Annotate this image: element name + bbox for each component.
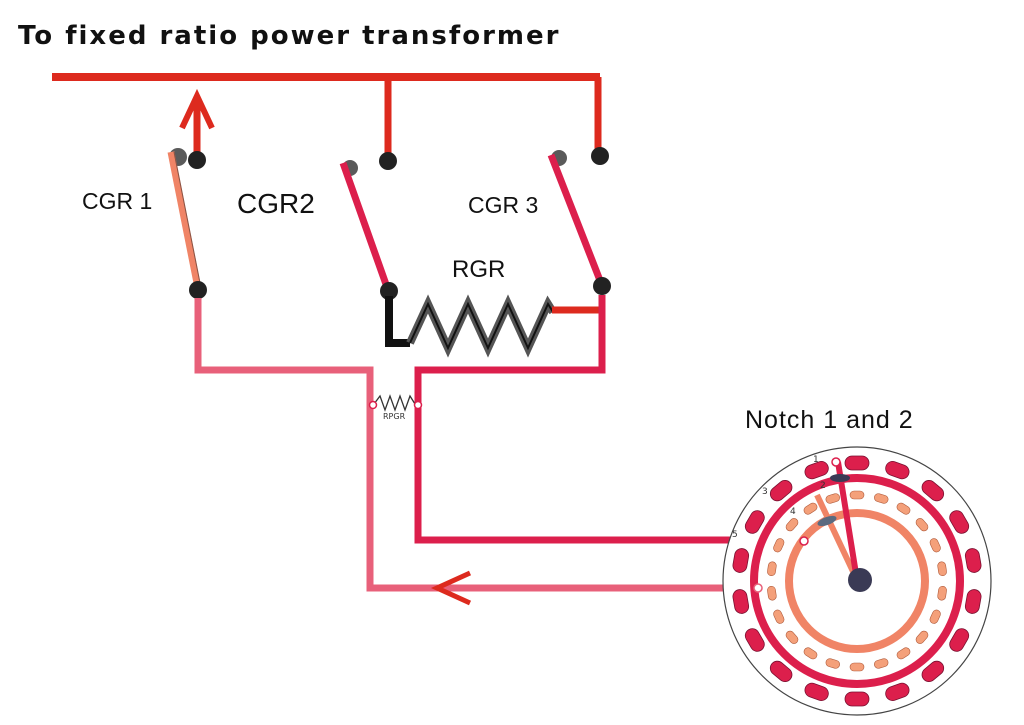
outer-stud xyxy=(732,589,750,614)
diagram-title: To fixed ratio power transformer xyxy=(18,21,560,51)
outer-stud xyxy=(885,461,910,480)
cgr2-top-contact xyxy=(379,152,397,170)
dial-number-1: 1 xyxy=(813,455,819,465)
outer-stud xyxy=(769,479,793,502)
cgr1-pink-path xyxy=(194,298,760,592)
inner-stud xyxy=(773,538,785,553)
selector-arm-salmon xyxy=(814,493,860,582)
inner-stud xyxy=(896,502,911,515)
dial-number-4: 4 xyxy=(790,507,796,517)
inner-stud xyxy=(874,493,889,504)
rgr-lead-left xyxy=(385,296,410,347)
cgr1-bottom-contact xyxy=(189,281,207,299)
rpgr-resistor xyxy=(373,394,416,412)
dial-number-2: 2 xyxy=(820,481,826,491)
cgr2-bottom-contact xyxy=(380,282,398,300)
inner-stud xyxy=(767,585,777,601)
inner-stud xyxy=(825,493,840,504)
inner-stud xyxy=(849,662,865,672)
dial-number-3: 3 xyxy=(762,487,768,497)
outer-stud xyxy=(844,455,870,471)
outer-stud xyxy=(744,510,765,534)
inner-stud xyxy=(785,518,799,532)
left-arrow xyxy=(430,570,472,606)
tap-selector-dial: 1 2 3 4 5 xyxy=(722,446,992,716)
dial-salmon-ring xyxy=(785,509,929,653)
selector-arm-contact-2 xyxy=(817,515,837,527)
inner-stud xyxy=(929,538,941,553)
dial-crimson-ring xyxy=(750,474,964,688)
inner-stud xyxy=(825,658,840,669)
cgr3-crimson-path xyxy=(414,295,803,544)
outer-stud xyxy=(964,548,982,573)
cgr1-blade xyxy=(167,151,202,289)
inner-contact-studs xyxy=(767,490,947,672)
outer-stud xyxy=(769,660,793,683)
rgr-label: RGR xyxy=(452,256,505,283)
selector-hub xyxy=(848,568,872,592)
outer-stud xyxy=(804,682,829,701)
cgr2-blade xyxy=(339,161,392,292)
inner-stud xyxy=(896,647,911,660)
selector-arm-contact-1 xyxy=(830,474,850,482)
inner-stud xyxy=(849,490,865,500)
inner-stud xyxy=(803,647,818,660)
crimson-path-terminal xyxy=(799,536,809,546)
inner-stud xyxy=(937,561,947,577)
inner-stud xyxy=(929,609,941,624)
outer-stud xyxy=(921,479,945,502)
inner-stud xyxy=(874,658,889,669)
notch-label: Notch 1 and 2 xyxy=(745,406,914,434)
outer-stud xyxy=(949,628,970,652)
outer-stud xyxy=(964,589,982,614)
inner-stud xyxy=(773,609,785,624)
cgr3-label: CGR 3 xyxy=(468,192,538,218)
outer-stud xyxy=(732,548,750,573)
cgr2-label: CGR2 xyxy=(237,188,315,219)
inner-stud xyxy=(767,561,777,577)
inner-stud xyxy=(937,585,947,601)
outer-stud xyxy=(885,682,910,701)
cgr3-blade xyxy=(547,153,605,285)
cgr3-top-contact xyxy=(591,147,609,165)
inner-stud xyxy=(803,502,818,515)
inner-stud xyxy=(785,630,799,644)
outer-stud xyxy=(844,691,870,707)
dial-number-5: 5 xyxy=(732,530,738,540)
outer-stud xyxy=(744,628,765,652)
cgr1-label: CGR 1 xyxy=(82,188,152,214)
pink-path-terminal xyxy=(753,583,763,593)
outer-stud xyxy=(949,510,970,534)
outer-contact-studs xyxy=(732,455,982,707)
inner-stud xyxy=(915,518,929,532)
outer-stud xyxy=(804,461,829,480)
outer-stud xyxy=(921,660,945,683)
up-arrow-head xyxy=(179,88,215,130)
cgr1-top-contact xyxy=(188,151,206,169)
rpgr-label: RPGR xyxy=(383,412,406,421)
cgr3-bottom-contact xyxy=(593,277,611,295)
inner-stud xyxy=(915,630,929,644)
